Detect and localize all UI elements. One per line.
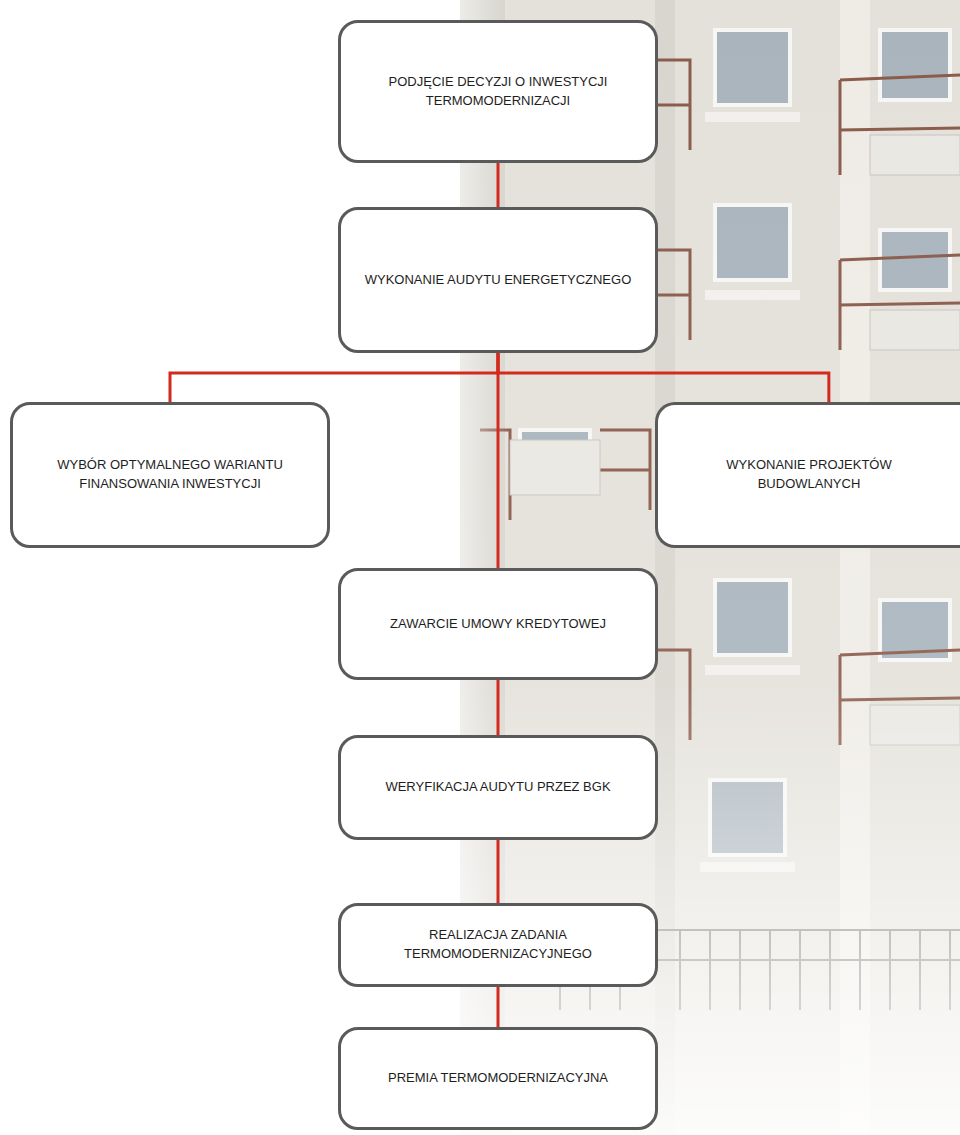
process-box: WYBÓR OPTYMALNEGO WARIANTU FINANSOWANIA … (10, 402, 330, 548)
connector-line (497, 987, 500, 1027)
process-box: REALIZACJA ZADANIA TERMOMODERNIZACYJNEGO (338, 903, 658, 987)
process-box: WERYFIKACJA AUDYTU PRZEZ BGK (338, 735, 658, 840)
box-label: REALIZACJA ZADANIA TERMOMODERNIZACYJNEGO (357, 926, 639, 964)
box-label: PODJĘCIE DECYZJI O INWESTYCJI TERMOMODER… (357, 73, 639, 111)
box-label: WYKONANIE AUDYTU ENERGETYCZNEGO (365, 271, 632, 290)
box-label: WYBÓR OPTYMALNEGO WARIANTU FINANSOWANIA … (29, 456, 311, 494)
process-box: WYKONANIE PROJEKTÓW BUDOWLANYCH (655, 402, 960, 548)
process-box: PODJĘCIE DECYZJI O INWESTYCJI TERMOMODER… (338, 20, 658, 163)
connector-line (497, 163, 500, 207)
process-box: WYKONANIE AUDYTU ENERGETYCZNEGO (338, 207, 658, 353)
process-box: PREMIA TERMOMODERNIZACYJNA (338, 1027, 658, 1130)
connector-line (497, 840, 500, 903)
box-label: PREMIA TERMOMODERNIZACYJNA (388, 1069, 608, 1088)
connector-line (170, 353, 498, 402)
box-label: WYKONANIE PROJEKTÓW BUDOWLANYCH (674, 456, 944, 494)
connector-line (498, 353, 829, 402)
box-label: WERYFIKACJA AUDYTU PRZEZ BGK (385, 778, 610, 797)
connector-line (497, 680, 500, 735)
connector-line (497, 353, 500, 568)
process-box: ZAWARCIE UMOWY KREDYTOWEJ (338, 568, 658, 680)
box-label: ZAWARCIE UMOWY KREDYTOWEJ (390, 615, 606, 634)
